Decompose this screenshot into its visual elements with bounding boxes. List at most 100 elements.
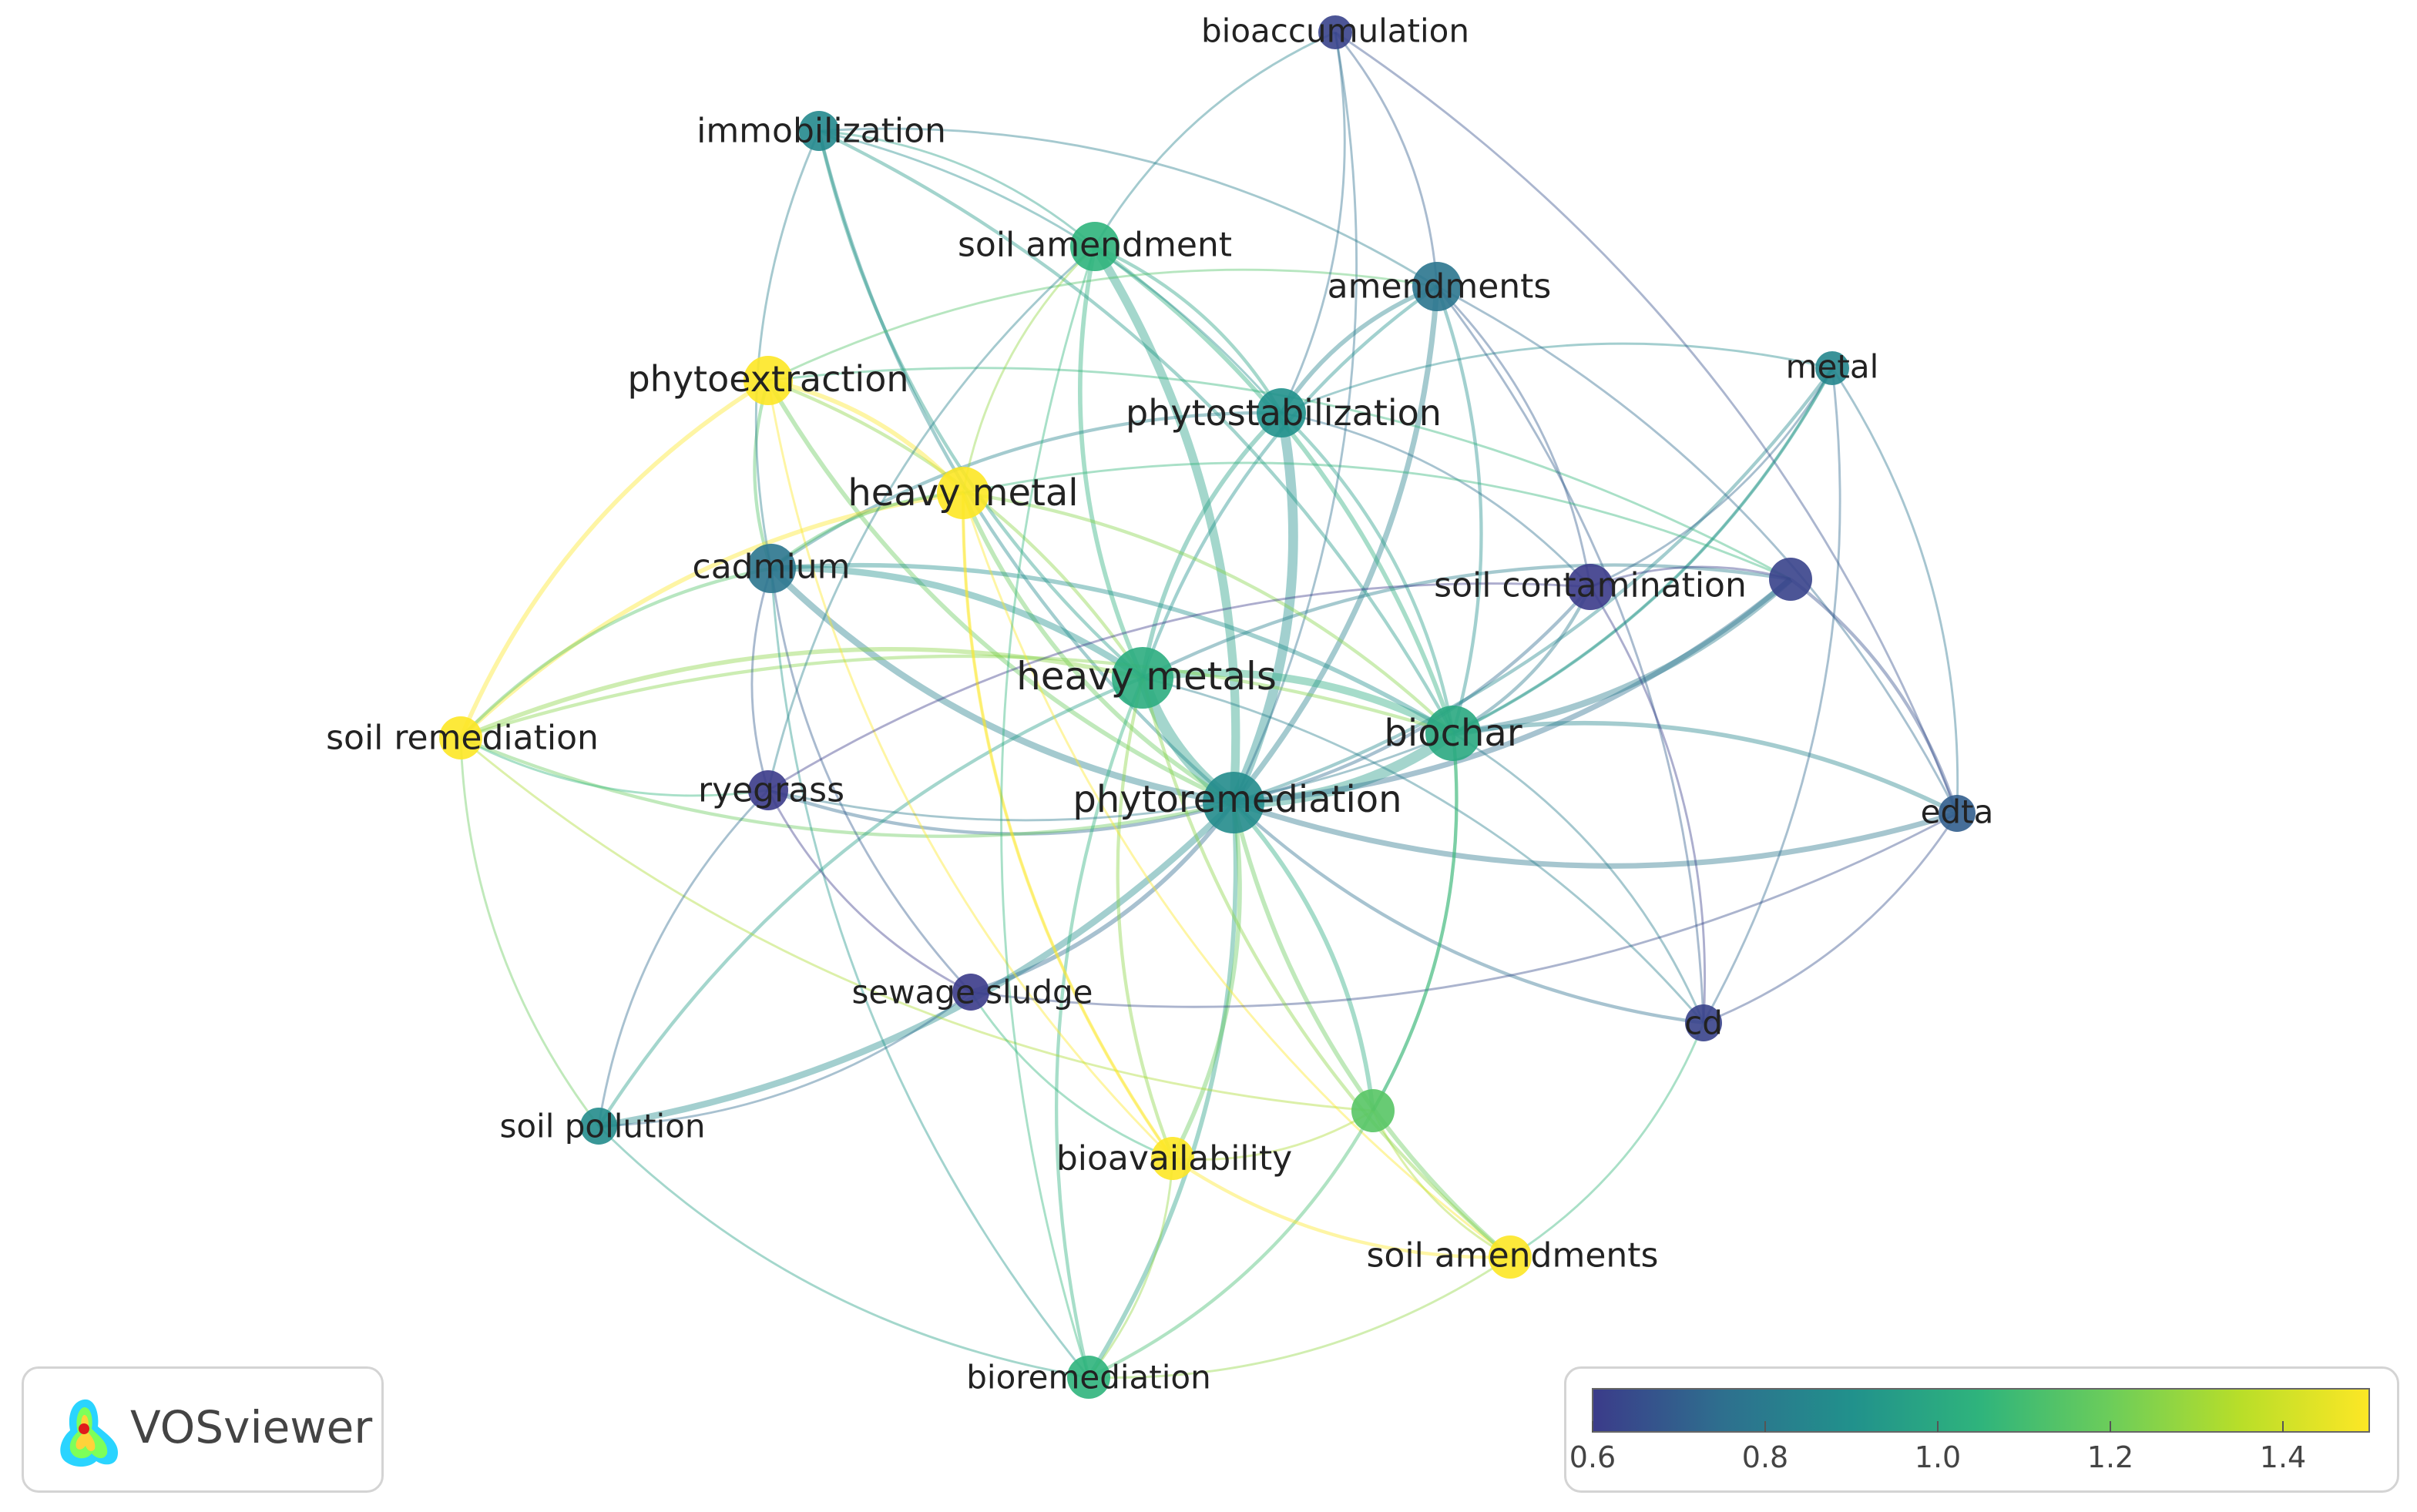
node-heavy-metal[interactable]: [937, 467, 989, 519]
links-layer: [458, 31, 1959, 1379]
node-soil-pollution[interactable]: [580, 1108, 617, 1145]
label-cadmium: cadmium: [693, 548, 851, 587]
link-phytostabilization-soil-contamination: [1281, 411, 1592, 588]
link-soil-remediation-unlabeled-2: [460, 736, 1374, 1112]
link-heavy-metals-bioavailability: [1116, 677, 1175, 1159]
node-bioavailability[interactable]: [1151, 1137, 1194, 1180]
node-unlabeled-1[interactable]: [1769, 558, 1812, 601]
link-heavy-metals-immobilization: [817, 130, 1144, 679]
link-soil-amendments-heavy-metals: [1140, 677, 1512, 1259]
link-sewage-sludge-bioavailability: [969, 991, 1173, 1160]
link-phytoremediation-phytoextraction: [766, 379, 1235, 805]
node-cd[interactable]: [1685, 1004, 1722, 1041]
link-cadmium-sewage-sludge: [770, 568, 972, 993]
link-phytoremediation-cadmium: [769, 565, 1234, 806]
label-metal: metal: [1786, 348, 1879, 386]
link-phytoremediation-bioavailability: [1170, 802, 1242, 1160]
link-ryegrass-soil-amendment: [767, 245, 1096, 791]
label-heavy-metal: heavy metal: [848, 471, 1078, 515]
link-heavy-metal-soil-amendments: [962, 492, 1511, 1259]
node-ryegrass[interactable]: [748, 770, 788, 810]
node-soil-remediation[interactable]: [439, 716, 482, 759]
link-edta-sewage-sludge: [970, 812, 1958, 1008]
link-edta-cd: [1703, 813, 1959, 1024]
node-biochar[interactable]: [1425, 706, 1481, 761]
link-soil-contamination-cd: [1589, 586, 1707, 1024]
link-soil-amendment-heavy-metal: [962, 245, 1096, 494]
link-metal-edta: [1831, 367, 1959, 814]
vosviewer-logo-icon: [60, 1399, 119, 1467]
link-phytoremediation-soil-pollution: [598, 800, 1236, 1130]
link-phytoremediation-unlabeled-2: [1231, 801, 1375, 1111]
node-bioaccumulation[interactable]: [1318, 15, 1352, 49]
link-amendments-soil-contamination: [1435, 285, 1592, 588]
node-heavy-metals[interactable]: [1112, 647, 1173, 709]
link-phytoremediation-soil-amendments: [1231, 802, 1512, 1259]
link-soil-remediation-cadmium: [459, 566, 772, 739]
link-phytoremediation-bioaccumulation: [1232, 32, 1358, 803]
link-metal-soil-contamination: [1590, 367, 1834, 588]
link-heavy-metals-cadmium: [770, 565, 1145, 681]
link-phytoremediation-sewage-sludge: [970, 801, 1236, 994]
link-phytoremediation-biochar: [1233, 729, 1457, 809]
node-bioremediation[interactable]: [1067, 1356, 1110, 1399]
link-unlabeled-1-soil-contamination: [1590, 565, 1791, 588]
link-phytoextraction-amendments: [767, 268, 1438, 382]
node-phytoremediation[interactable]: [1203, 772, 1264, 833]
link-soil-remediation-heavy-metal: [459, 491, 964, 740]
link-phytostabilization-immobilization: [818, 129, 1283, 414]
link-heavy-metals-phytoextraction: [767, 378, 1144, 679]
color-scale-tick-label: 1.0: [1915, 1440, 1961, 1474]
link-phytoextraction-heavy-metal: [767, 378, 965, 495]
link-phytostabilization-amendments: [1279, 284, 1438, 414]
link-soil-pollution-bioremediation: [597, 1125, 1089, 1379]
link-heavy-metals-unlabeled-1: [1142, 563, 1791, 679]
link-amendments-cd: [1435, 286, 1705, 1024]
link-biochar-edta: [1452, 720, 1959, 816]
node-cadmium[interactable]: [747, 544, 796, 593]
logo-text: VOSviewer: [130, 1401, 373, 1453]
nodes-layer: [439, 15, 1976, 1399]
link-heavy-metals-soil-amendment: [1077, 246, 1145, 679]
node-amendments[interactable]: [1412, 262, 1462, 311]
color-scale-tick-label: 0.6: [1569, 1440, 1616, 1474]
link-phytoremediation-unlabeled-1: [1233, 577, 1793, 806]
link-phytoremediation-heavy-metal: [961, 491, 1235, 805]
label-edta: edta: [1921, 793, 1994, 831]
link-soil-pollution-ryegrass: [597, 789, 770, 1127]
link-phytoremediation-soil-remediation: [460, 736, 1234, 838]
link-phytoremediation-metal: [1233, 367, 1834, 805]
link-cd-soil-amendments: [1509, 1022, 1705, 1259]
link-biochar-amendments: [1435, 286, 1483, 734]
node-phytostabilization[interactable]: [1257, 388, 1306, 438]
vosviewer-logo: VOSviewer: [22, 1366, 384, 1493]
node-unlabeled-2[interactable]: [1351, 1089, 1395, 1132]
node-edta[interactable]: [1939, 795, 1976, 832]
link-cd-heavy-metals: [1142, 676, 1705, 1024]
node-sewage-sludge[interactable]: [952, 974, 989, 1011]
node-metal[interactable]: [1815, 351, 1849, 385]
label-cd: cd: [1684, 1004, 1723, 1042]
link-heavy-metals-bioremediation: [1055, 677, 1144, 1378]
link-biochar-unlabeled-2: [1371, 733, 1459, 1112]
link-heavy-metals-soil-pollution: [597, 676, 1143, 1128]
link-bioaccumulation-edta: [1334, 31, 1959, 814]
node-soil-amendment[interactable]: [1070, 222, 1120, 271]
link-unlabeled-2-soil-amendments: [1371, 1110, 1511, 1259]
link-immobilization-amendments: [818, 127, 1438, 288]
link-unlabeled-2-bioavailability: [1172, 1109, 1374, 1161]
link-biochar-unlabeled-1: [1452, 576, 1793, 737]
node-soil-amendments[interactable]: [1489, 1235, 1532, 1279]
link-bioaccumulation-amendments: [1334, 32, 1438, 287]
node-immobilization[interactable]: [799, 111, 839, 151]
label-soil-amendments: soil amendments: [1367, 1236, 1659, 1276]
link-immobilization-soil-amendment: [818, 129, 1096, 248]
label-soil-contamination: soil contamination: [1434, 566, 1747, 605]
link-bioavailability-bioremediation: [1087, 1158, 1174, 1378]
link-heavy-metals-soil-remediation: [459, 646, 1143, 740]
node-phytoextraction[interactable]: [744, 356, 793, 405]
label-phytostabilization: phytostabilization: [1126, 392, 1442, 434]
node-soil-contamination[interactable]: [1567, 564, 1613, 610]
